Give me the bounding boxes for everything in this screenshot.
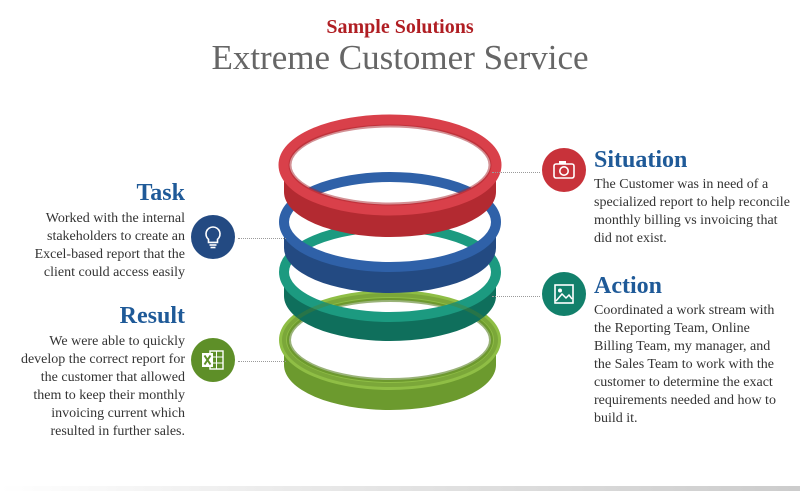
ring-red xyxy=(278,114,502,237)
task-connector xyxy=(238,238,286,239)
result-line: resulted in further sales. xyxy=(50,424,185,439)
task-line: Worked with the internal xyxy=(45,211,185,226)
result-heading: Result xyxy=(119,303,185,329)
task-line: Excel-based report that the xyxy=(34,247,185,262)
task-heading: Task xyxy=(136,180,186,206)
action-connector xyxy=(492,296,540,297)
situation-line: monthly billing vs invoicing that xyxy=(594,213,778,228)
situation-heading: Situation xyxy=(594,147,688,173)
camera-icon xyxy=(542,148,586,192)
page-title: Extreme Customer Service xyxy=(211,38,589,77)
result-connector xyxy=(238,361,286,362)
action-line: build it. xyxy=(594,411,638,426)
task-text: Worked with the internal stakeholders to… xyxy=(10,210,185,282)
result-line: them to keep their monthly xyxy=(33,388,185,403)
situation-text: The Customer was in need of a specialize… xyxy=(594,176,799,248)
stacked-rings xyxy=(278,114,502,410)
result-line: develop the correct report for xyxy=(20,352,185,367)
action-line: the Sales Team to work with the xyxy=(594,357,774,372)
image-icon xyxy=(542,272,586,316)
task-line: client could access easily xyxy=(43,265,185,280)
action-line: requirements needed and how to xyxy=(594,393,776,408)
situation-connector xyxy=(492,172,540,173)
ring-green xyxy=(279,290,501,410)
situation-line: specialized report to help reconcile xyxy=(594,195,790,210)
action-line: Billing Team, my manager, and xyxy=(594,339,771,354)
action-heading: Action xyxy=(594,273,662,299)
ring-blue xyxy=(279,172,501,293)
situation-line: did not exist. xyxy=(594,231,667,246)
action-text: Coordinated a work stream with the Repor… xyxy=(594,302,799,428)
action-line: Coordinated a work stream with xyxy=(594,303,775,318)
task-line: stakeholders to create an xyxy=(47,229,185,244)
kicker-title: Sample Solutions xyxy=(326,16,474,38)
result-text: We were able to quickly develop the corr… xyxy=(10,333,185,441)
situation-line: The Customer was in need of a xyxy=(594,177,769,192)
excel-icon xyxy=(191,338,235,382)
result-line: the customer that allowed xyxy=(40,370,185,385)
bottom-bar xyxy=(0,486,800,491)
action-line: the Reporting Team, Online xyxy=(594,321,750,336)
lightbulb-icon xyxy=(191,215,235,259)
action-line: customer to determine the exact xyxy=(594,375,773,390)
result-line: We were able to quickly xyxy=(49,334,185,349)
result-line: invoicing current which xyxy=(51,406,185,421)
